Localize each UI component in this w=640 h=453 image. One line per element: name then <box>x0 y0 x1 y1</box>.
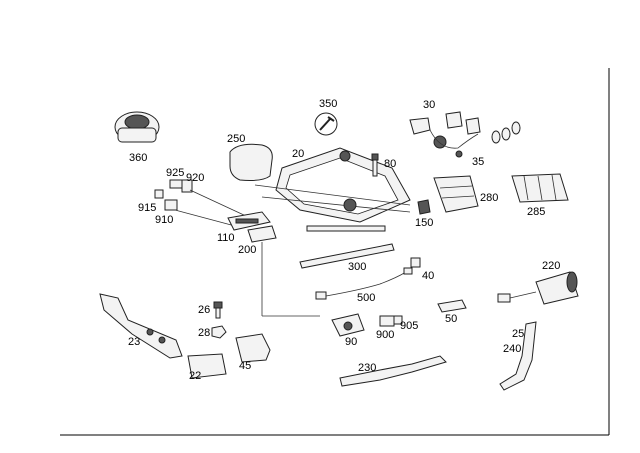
part-label-360: 360 <box>129 152 147 164</box>
part-label-350: 350 <box>319 98 337 110</box>
part-label-40: 40 <box>422 270 434 282</box>
part-label-250: 250 <box>227 133 245 145</box>
part-250-cushion[interactable] <box>229 143 273 181</box>
part-22-bracket[interactable] <box>187 353 227 379</box>
part-label-80: 80 <box>384 158 396 170</box>
part-500-cable[interactable] <box>315 267 413 300</box>
part-label-22: 22 <box>189 370 201 382</box>
part-label-905: 905 <box>400 320 418 332</box>
part-280-element[interactable] <box>433 175 479 213</box>
part-45-bracket[interactable] <box>235 333 271 363</box>
part-label-150: 150 <box>415 217 433 229</box>
part-300-bar[interactable] <box>299 243 395 269</box>
part-label-910: 910 <box>155 214 173 226</box>
part-285-block[interactable] <box>511 173 569 203</box>
part-23-rail[interactable] <box>99 293 183 359</box>
part-label-280: 280 <box>480 192 498 204</box>
part-label-920: 920 <box>186 172 204 184</box>
part-350-tool-icon[interactable] <box>314 112 338 136</box>
part-label-230: 230 <box>358 362 376 374</box>
part-40-connector[interactable] <box>410 257 421 268</box>
part-label-35: 35 <box>472 156 484 168</box>
part-150-clip[interactable] <box>417 199 431 215</box>
part-26-bolt[interactable] <box>213 301 223 319</box>
part-label-50: 50 <box>445 313 457 325</box>
part-label-23: 23 <box>128 336 140 348</box>
part-label-300: 300 <box>348 261 366 273</box>
part-label-26: 26 <box>198 304 210 316</box>
part-label-915: 915 <box>138 202 156 214</box>
part-110-control-unit[interactable] <box>227 211 271 231</box>
part-50-strap[interactable] <box>437 299 467 313</box>
part-label-20: 20 <box>292 148 304 160</box>
part-label-220: 220 <box>542 260 560 272</box>
part-label-900: 900 <box>376 329 394 341</box>
part-label-500: 500 <box>357 292 375 304</box>
part-label-285: 285 <box>527 206 545 218</box>
part-230-rail[interactable] <box>339 355 447 387</box>
part-90-motor-mount[interactable] <box>331 313 365 337</box>
part-label-110: 110 <box>217 232 235 244</box>
part-25-240-rail[interactable] <box>499 321 537 391</box>
part-220-motor[interactable] <box>497 271 579 305</box>
part-label-90: 90 <box>345 336 357 348</box>
part-label-925: 925 <box>166 167 184 179</box>
part-200-module[interactable] <box>247 225 320 317</box>
part-360-motor[interactable] <box>114 111 160 143</box>
part-label-30: 30 <box>423 99 435 111</box>
part-label-28: 28 <box>198 327 210 339</box>
part-30-brackets[interactable] <box>409 111 481 149</box>
part-80-bolt[interactable] <box>371 153 379 177</box>
part-label-25: 25 <box>512 328 524 340</box>
part-900-905-connector[interactable] <box>379 315 403 327</box>
part-28-nut[interactable] <box>211 325 227 339</box>
part-925-920-connectors[interactable] <box>154 179 247 227</box>
part-35-rings[interactable] <box>455 121 521 158</box>
part-label-240: 240 <box>503 343 521 355</box>
part-label-200: 200 <box>238 244 256 256</box>
part-label-45: 45 <box>239 360 251 372</box>
